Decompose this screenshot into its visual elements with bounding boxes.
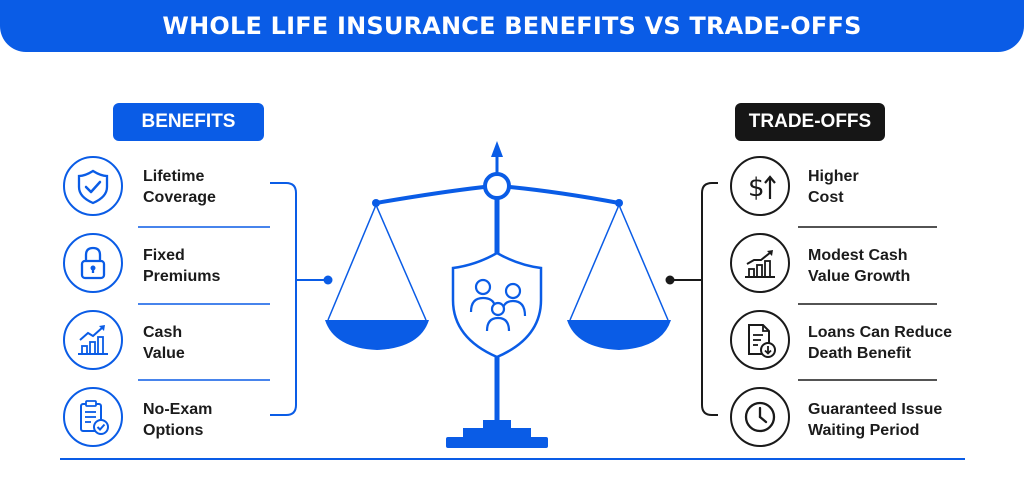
benefits-bracket	[270, 182, 297, 416]
benefits-connector-dot	[323, 275, 333, 285]
dollar-up-icon: $	[730, 156, 790, 216]
benefits-heading: BENEFITS	[113, 103, 264, 141]
tradeoffs-heading: TRADE-OFFS	[735, 103, 885, 141]
balance-scale-icon	[325, 141, 671, 448]
tradeoffs-bracket	[701, 182, 718, 416]
page-title: WHOLE LIFE INSURANCE BENEFITS VS TRADE-O…	[162, 12, 862, 40]
tradeoffs-connector-dot	[665, 275, 675, 285]
padlock-icon	[63, 233, 123, 293]
title-banner: WHOLE LIFE INSURANCE BENEFITS VS TRADE-O…	[0, 0, 1024, 52]
growth-chart-icon	[63, 310, 123, 370]
document-down-icon	[730, 310, 790, 370]
shield-check-icon	[63, 156, 123, 216]
clipboard-check-icon	[63, 387, 123, 447]
benefits-dividers	[138, 226, 270, 381]
tradeoffs-dividers	[798, 226, 937, 381]
svg-text:$: $	[748, 173, 765, 203]
clock-icon	[730, 387, 790, 447]
modest-growth-chart-icon	[730, 233, 790, 293]
family-shield-icon	[451, 251, 543, 359]
